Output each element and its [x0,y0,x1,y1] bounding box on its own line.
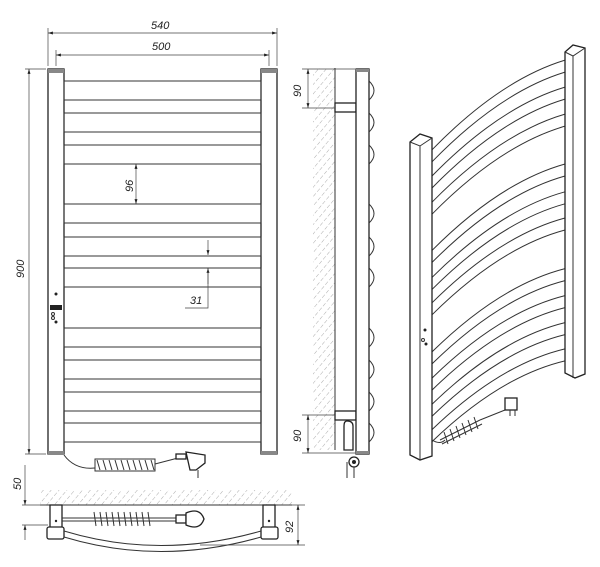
bar-profile [368,422,375,443]
dim-90-bottom: 90 [292,429,304,442]
dim-500: 500 [152,41,171,53]
bar-profile [368,112,375,133]
bar-profile [368,359,375,380]
dim-90-top: 90 [292,84,304,97]
towel-bar [63,359,262,380]
wall-hatch [313,68,335,450]
iso-bar [431,59,566,163]
dim-50: 50 [12,477,24,490]
side-rail [355,68,370,455]
iso-bar [431,191,566,290]
iso-bar [431,268,566,365]
towel-bar [63,112,262,133]
iso-bars [431,59,572,442]
right-rail [260,68,278,455]
dim-31: 31 [190,295,202,307]
side-plug [343,420,360,478]
bar-profile [368,144,375,165]
dim-92: 92 [284,521,296,533]
towel-bar [63,80,262,101]
towel-bar [63,327,262,348]
side-bar-profiles [368,80,375,443]
towel-bar [63,422,262,443]
iso-left-post [409,133,433,461]
towel-bar [63,236,262,257]
dim-540: 540 [151,20,170,32]
iso-bar [431,86,566,189]
power-cord [63,451,206,478]
wall-hatch-top [40,490,292,505]
towel-bar [63,267,262,288]
bar-profile [368,391,375,412]
iso-bar [431,322,566,417]
towel-bar [63,203,262,224]
bar-profile [368,203,375,224]
iso-bar [431,163,566,263]
control-unit [50,292,62,324]
towel-bar [63,391,262,412]
iso-bar [431,295,566,391]
left-rail [47,68,65,455]
dim-900: 900 [15,259,27,278]
iso-bar [431,113,566,215]
towel-bar [63,144,262,165]
side-view: 90 90 [292,68,375,478]
iso-bar [431,348,566,442]
front-bars [63,80,262,443]
front-view: 540 500 900 96 31 [15,20,278,478]
bar-profile [368,267,375,288]
isometric-view [409,44,586,461]
top-view: 50 92 [12,465,305,552]
dim-96: 96 [124,179,136,192]
bar-profile [368,80,375,101]
iso-bar [431,217,566,316]
bar-profile [368,327,375,348]
iso-cord [431,397,518,445]
iso-right-post [564,44,586,379]
bar-profile [368,236,375,257]
